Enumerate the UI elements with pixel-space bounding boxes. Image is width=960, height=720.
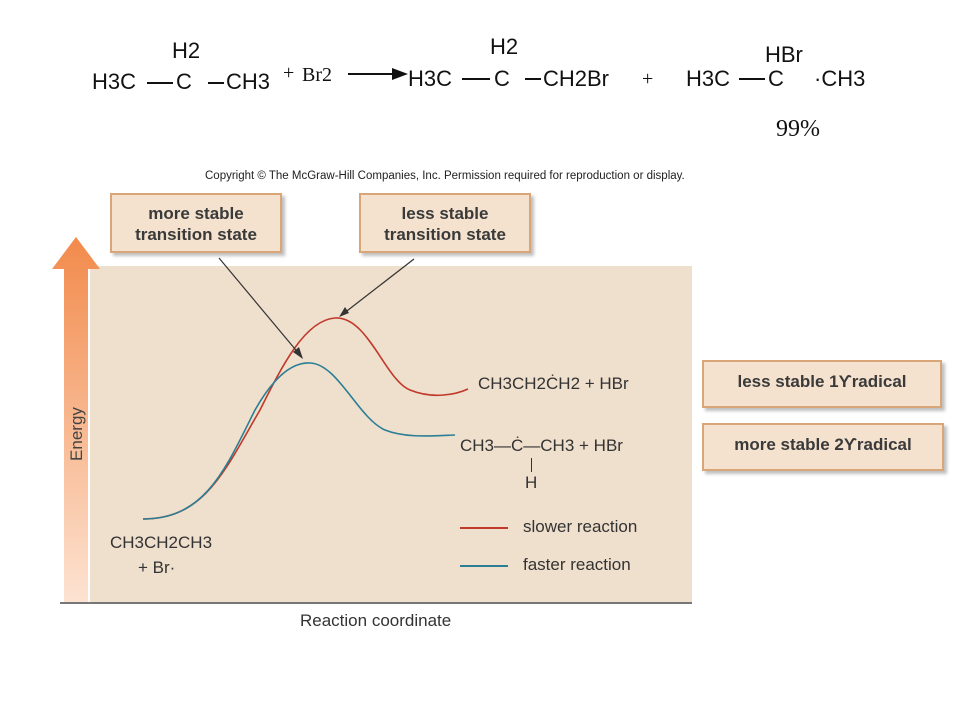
product1-right: CH2Br — [543, 66, 610, 91]
legend-faster-label: faster reaction — [523, 555, 631, 574]
plus-sign: + — [642, 68, 654, 90]
copyright-notice: Copyright © The McGraw-Hill Companies, I… — [205, 170, 685, 182]
pointer-less-stable — [342, 258, 415, 315]
product2-right: ·CH3 — [814, 66, 866, 91]
legend-faster-swatch — [460, 565, 508, 567]
pointer-more-stable — [218, 257, 301, 356]
bond-line — [462, 78, 490, 80]
bromine-reagent: Br2 — [302, 64, 332, 86]
bond-line — [525, 78, 541, 80]
secondary-radical-products: CH3—Ċ—CH3 + HBr — [460, 436, 623, 455]
primary-radical-products: CH3CH2ĊH2 + HBr — [478, 374, 629, 393]
callout-line: less stable — [401, 204, 489, 223]
faster-reaction-curve — [142, 362, 456, 520]
reactants-label-line2: + Br· — [138, 558, 176, 577]
diagram-panel — [90, 266, 692, 602]
pointer-arrowhead — [293, 347, 303, 359]
bond-line — [739, 78, 765, 80]
reactant-left: H3C — [92, 69, 137, 94]
plus-sign: + — [283, 62, 295, 84]
callout-more-stable-radical: more stable 2ϒradical — [702, 423, 944, 471]
product2-top: HBr — [765, 42, 803, 67]
reactant-right: CH3 — [226, 69, 271, 94]
callout-line: more stable — [148, 204, 244, 223]
x-axis-line — [60, 602, 692, 604]
product1-center: C — [494, 66, 510, 91]
callout-less-stable-ts: less stable transition state — [359, 193, 531, 253]
product2-left: H3C — [686, 66, 731, 91]
callout-more-stable-ts: more stable transition state — [110, 193, 282, 253]
reactant-center: C — [176, 69, 192, 94]
bond-line — [208, 82, 224, 84]
product2-center: C — [768, 66, 784, 91]
reactant-h2: H2 — [172, 38, 201, 63]
secondary-h-label: H — [525, 473, 538, 492]
x-axis-label: Reaction coordinate — [300, 611, 452, 630]
callout-line: transition state — [135, 225, 257, 244]
product1-h2: H2 — [490, 34, 519, 59]
reactants-label-line1: CH3CH2CH3 — [110, 533, 213, 552]
callout-line: transition state — [384, 225, 506, 244]
bond-line — [147, 82, 173, 84]
slower-reaction-curve — [142, 317, 469, 520]
reaction-arrow — [348, 68, 408, 80]
product1-left: H3C — [408, 66, 453, 91]
callout-less-stable-radical: less stable 1ϒradical — [702, 360, 942, 408]
yield-percent: 99% — [776, 116, 820, 142]
pointer-arrowhead — [339, 307, 349, 317]
energy-axis-arrow — [52, 237, 100, 603]
legend-slower-swatch — [460, 527, 508, 529]
bond-line — [531, 458, 532, 472]
legend-slower-label: slower reaction — [523, 517, 638, 536]
